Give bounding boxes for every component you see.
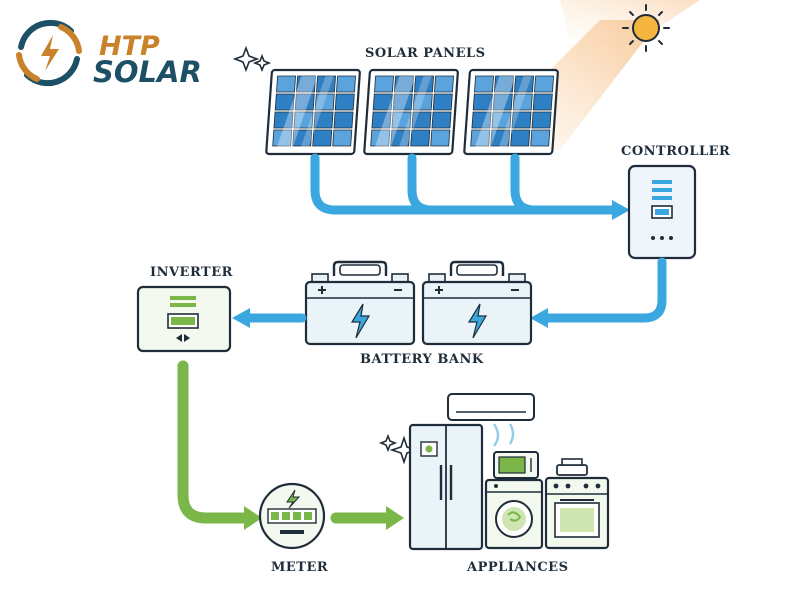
- refrigerator-icon: [408, 423, 484, 551]
- solar-panel-icon: [363, 68, 459, 156]
- electric-meter: [258, 482, 326, 550]
- battery-icon: [304, 260, 416, 346]
- brand-name-line1: HTP: [99, 31, 160, 62]
- label-solar-panels: SOLAR PANELS: [365, 46, 486, 61]
- oven-stove-icon: [544, 458, 610, 550]
- label-inverter: INVERTER: [150, 265, 233, 280]
- washing-machine-icon: [484, 478, 544, 550]
- arrow-to-battery: [530, 308, 548, 328]
- appliances: [378, 393, 610, 551]
- arrow-to-appliances: [386, 506, 404, 530]
- arrow-to-inverter: [232, 308, 250, 328]
- microwave-icon: [493, 451, 539, 479]
- label-appliances: APPLIANCES: [467, 560, 569, 575]
- battery-bank: [304, 260, 533, 346]
- sunlight-beam-top: [560, 0, 700, 40]
- sparkle-icon: [232, 45, 272, 73]
- label-controller: CONTROLLER: [621, 144, 731, 159]
- solar-panel-icon: [265, 68, 361, 156]
- label-battery-bank: BATTERY BANK: [360, 352, 484, 367]
- flow-controller-to-battery: [540, 257, 667, 323]
- battery-icon: [421, 260, 533, 346]
- solar-panel-icon: [463, 68, 559, 156]
- flow-inverter-to-meter: [177, 360, 252, 524]
- brand-name-line2: SOLAR: [93, 55, 202, 89]
- inverter: [136, 285, 232, 353]
- charge-controller: [627, 164, 697, 260]
- arrow-to-controller: [612, 200, 630, 220]
- htp-solar-logo-icon: [16, 19, 82, 87]
- sun-icon: [622, 4, 670, 52]
- arrow-to-meter: [244, 506, 262, 530]
- solar-panels: [265, 68, 559, 156]
- label-meter: METER: [271, 560, 329, 575]
- flow-panels-to-controller: [310, 153, 625, 215]
